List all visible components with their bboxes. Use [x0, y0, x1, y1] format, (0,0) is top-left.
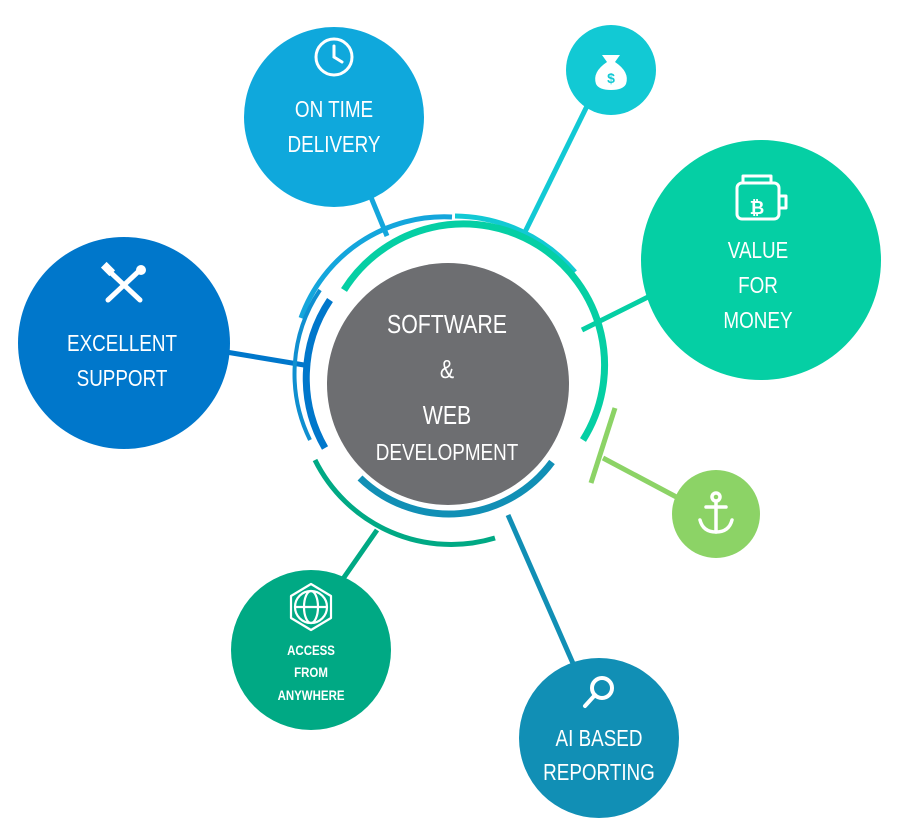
center-circle — [327, 263, 569, 505]
node-label-line-1: ACCESS — [287, 642, 335, 658]
magnifier-icon — [583, 676, 614, 708]
center-line-3: WEB — [423, 401, 472, 431]
center-line-1: SOFTWARE — [387, 310, 507, 340]
node-label-line-3: ANYWHERE — [278, 687, 345, 703]
node-label-line-2: REPORTING — [543, 760, 655, 785]
node-label-line-2: FOR — [738, 273, 778, 298]
center-hub: SOFTWARE & WEB DEVELOPMENT — [327, 263, 569, 505]
tools-icon — [100, 261, 146, 303]
node-label-line-1: AI BASED — [556, 726, 643, 751]
node-on-time-delivery: ON TIME DELIVERY — [244, 27, 424, 207]
globe-network-icon — [289, 582, 333, 632]
connector-access — [335, 528, 380, 588]
node-excellent-support: EXCELLENT SUPPORT — [18, 237, 230, 449]
node-money: $ — [566, 25, 656, 115]
node-ai-based-reporting: AI BASED REPORTING — [519, 658, 679, 818]
clock-icon — [314, 37, 354, 77]
connectors — [225, 98, 684, 670]
node-access-from-anywhere: ACCESS FROM ANYWHERE — [231, 570, 391, 730]
connector-anchor-cap — [588, 407, 618, 484]
node-anchor — [672, 470, 760, 558]
svg-text:$: $ — [607, 70, 615, 86]
center-line-4: DEVELOPMENT — [376, 440, 519, 465]
node-label-line-2: SUPPORT — [77, 366, 168, 391]
arc-inner-teal — [341, 220, 609, 442]
node-label-line-2: DELIVERY — [288, 132, 381, 157]
node-circle — [231, 570, 391, 730]
arc-outer-top-right — [454, 213, 577, 274]
node-label-line-1: EXCELLENT — [67, 331, 177, 356]
center-ring-arcs — [292, 213, 609, 547]
money-bag-icon: $ — [595, 55, 627, 90]
connector-money — [522, 98, 593, 234]
node-label-line-1: VALUE — [728, 238, 788, 263]
svg-text:₿: ₿ — [750, 198, 765, 218]
bitcoin-wallet-icon: ₿ — [735, 174, 788, 221]
node-label-line-3: MONEY — [723, 308, 792, 333]
connector-ai-reporting — [505, 513, 578, 670]
connector-anchor — [601, 455, 684, 503]
center-line-2: & — [440, 355, 454, 385]
connector-value-for-money — [580, 293, 652, 333]
arc-bottom-green — [312, 458, 496, 547]
arc-bottom-blue — [357, 459, 555, 518]
arc-outer-top — [298, 214, 453, 319]
node-label-line-2: FROM — [294, 664, 328, 680]
node-value-for-money: ₿ VALUE FOR MONEY — [641, 140, 881, 380]
node-circle — [519, 658, 679, 818]
anchor-icon — [698, 491, 734, 534]
node-circle — [244, 27, 424, 207]
node-circle — [18, 237, 230, 449]
node-circle — [641, 140, 881, 380]
arc-left-outer — [292, 288, 322, 441]
arc-left-blue — [302, 298, 333, 450]
node-label-line-1: ON TIME — [295, 97, 373, 122]
